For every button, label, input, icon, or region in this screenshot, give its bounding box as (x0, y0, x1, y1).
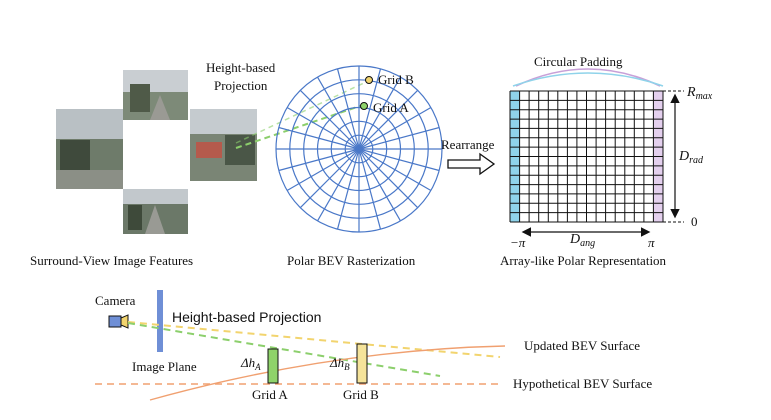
padding-arc-inner (512, 72, 664, 87)
image-plane-label: Image Plane (132, 359, 197, 374)
grid-a-bottom-label: Grid A (252, 387, 288, 402)
polar-bev-grid (275, 65, 443, 233)
polar-spoke (336, 68, 360, 150)
polar-spoke (278, 148, 360, 172)
camera-image-back (123, 189, 188, 234)
surround-view-caption: Surround-View Image Features (30, 253, 193, 268)
polar-spoke (358, 106, 432, 150)
polar-spoke (358, 126, 440, 150)
polar-spoke (358, 148, 382, 230)
updated-surface-label: Updated BEV Surface (524, 338, 640, 353)
hypothetical-surface-label: Hypothetical BEV Surface (513, 376, 652, 391)
pi-label: π (648, 235, 655, 250)
delta-h-b-label: ΔhB (329, 355, 350, 372)
polar-spoke (358, 68, 382, 150)
grid-b-bottom-label: Grid B (343, 387, 379, 402)
polar-spoke (336, 148, 360, 230)
d-ang-label: Dang (569, 232, 595, 249)
circular-padding-label: Circular Padding (534, 54, 623, 69)
grid-a-marker (360, 102, 368, 110)
camera-icon (108, 314, 129, 329)
polar-spoke (316, 148, 360, 222)
polar-spoke (358, 148, 402, 222)
polar-spoke (358, 148, 432, 192)
padding-arc-outer (515, 68, 661, 87)
updated-bev-surface-curve (149, 345, 506, 401)
projection-label-line1: Height-based (206, 60, 276, 75)
polar-spoke (278, 126, 360, 150)
r-max-label: Rmax (686, 85, 713, 102)
grid-a-label: Grid A (373, 100, 409, 115)
ray-to-grid-a (127, 322, 441, 377)
d-rad-label: Drad (678, 149, 704, 166)
image-center-gap (123, 120, 188, 189)
polar-spoke (358, 148, 419, 209)
camera-label: Camera (95, 293, 136, 308)
polar-spoke (299, 89, 360, 150)
projection-label-line2: Projection (214, 78, 268, 93)
polar-caption: Polar BEV Rasterization (287, 253, 416, 268)
polar-spoke (358, 76, 402, 150)
height-projection-label: Height-based Projection (172, 309, 321, 325)
projection-ray-grid-a (235, 104, 364, 149)
grid-b-label: Grid B (378, 72, 414, 87)
ray-to-grid-b (127, 321, 501, 358)
polar-spoke (286, 106, 360, 150)
polar-spoke (286, 148, 360, 192)
rearrange-label: Rearrange (441, 137, 495, 152)
delta-h-a-label: ΔhA (240, 355, 261, 372)
camera-image-front (123, 70, 188, 120)
surround-view-images (56, 70, 257, 234)
polar-spoke (358, 148, 440, 172)
zero-label: 0 (691, 214, 698, 229)
right-arrow-icon (447, 152, 496, 176)
polar-array-grid (509, 90, 664, 223)
neg-pi-label: −π (510, 235, 526, 250)
grid-b-marker (365, 76, 373, 84)
grid-b-bar (356, 343, 368, 384)
array-caption: Array-like Polar Representation (500, 253, 667, 268)
polar-spoke (299, 148, 360, 209)
grid-a-bar (267, 348, 279, 384)
camera-image-left (56, 109, 123, 189)
polar-spoke (316, 76, 360, 150)
polar-spoke (358, 89, 419, 150)
image-plane-bar (157, 290, 163, 352)
